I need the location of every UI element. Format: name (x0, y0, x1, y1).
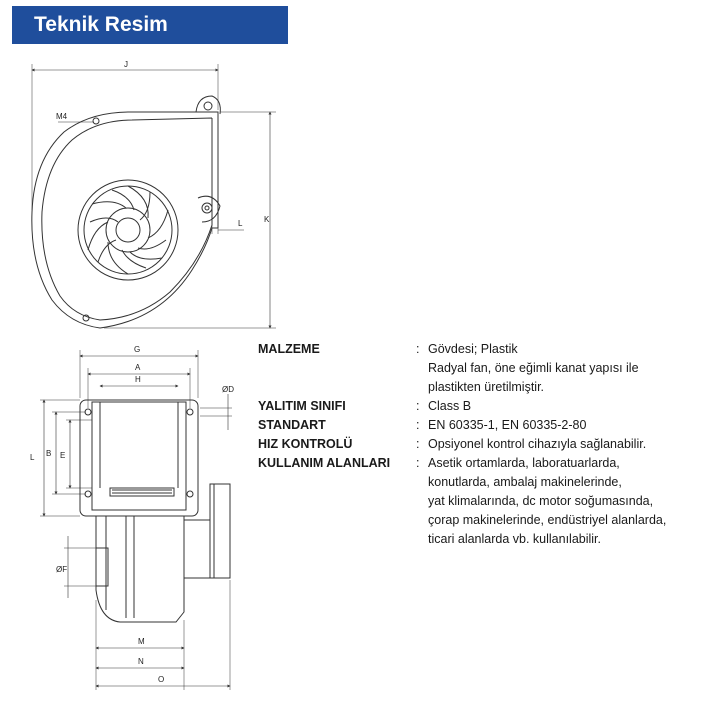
spec-value-line: EN 60335-1, EN 60335-2-80 (428, 418, 587, 432)
spec-label: MALZEME (258, 342, 320, 356)
spec-value-line: çorap makinelerinde, endüstriyel alanlar… (428, 513, 667, 527)
spec-row-usage-areas: KULLANIM ALANLARI : Asetik ortamlarda, l… (258, 454, 713, 549)
spec-row-material: MALZEME : Gövdesi; Plastik Radyal fan, ö… (258, 340, 713, 397)
dim-label-b: B (46, 449, 51, 458)
dim-label-o: O (158, 675, 164, 684)
dim-label-l-side: L (30, 453, 35, 462)
spec-row-insulation: YALITIM SINIFI : Class B (258, 397, 713, 416)
dim-label-a: A (135, 363, 141, 372)
spec-value-line: Opsiyonel kontrol cihazıyla sağlanabilir… (428, 437, 647, 451)
spec-value-line: Radyal fan, öne eğimli kanat yapısı ile (428, 361, 639, 375)
spec-row-standard: STANDART : EN 60335-1, EN 60335-2-80 (258, 416, 713, 435)
spec-value: EN 60335-1, EN 60335-2-80 (428, 416, 713, 435)
dim-label-e: E (60, 451, 65, 460)
spec-colon: : (416, 437, 420, 451)
dim-label-l-top: L (238, 219, 243, 228)
spec-value-line: yat klimalarında, dc motor soğumasında, (428, 494, 654, 508)
dim-label-k: K (264, 215, 270, 224)
dim-label-d: ØD (222, 385, 234, 394)
spec-colon: : (416, 342, 420, 356)
spec-value-line: plastikten üretilmiştir. (428, 380, 545, 394)
dim-label-n: N (138, 657, 144, 666)
spec-label: YALITIM SINIFI (258, 399, 346, 413)
side-view-drawing (40, 350, 232, 690)
dim-label-m: M (138, 637, 145, 646)
spec-value: Asetik ortamlarda, laboratuarlarda, konu… (428, 454, 713, 549)
spec-label: KULLANIM ALANLARI (258, 456, 391, 470)
spec-value-line: Asetik ortamlarda, laboratuarlarda, (428, 456, 620, 470)
spec-value: Opsiyonel kontrol cihazıyla sağlanabilir… (428, 435, 713, 454)
dim-label-j: J (124, 60, 128, 69)
spec-colon: : (416, 456, 420, 470)
spec-colon: : (416, 418, 420, 432)
dim-label-f: ØF (56, 565, 67, 574)
spec-row-speed-control: HIZ KONTROLÜ : Opsiyonel kontrol cihazıy… (258, 435, 713, 454)
spec-value-line: konutlarda, ambalaj makinelerinde, (428, 475, 622, 489)
spec-table: MALZEME : Gövdesi; Plastik Radyal fan, ö… (258, 340, 713, 549)
dim-label-g: G (134, 345, 140, 354)
dim-label-m4: M4 (56, 112, 68, 121)
section-title: Teknik Resim (12, 6, 288, 44)
spec-value: Gövdesi; Plastik Radyal fan, öne eğimli … (428, 340, 713, 397)
spec-value-line: ticari alanlarda vb. kullanılabilir. (428, 532, 602, 546)
top-view-drawing (31, 64, 276, 329)
spec-label: STANDART (258, 418, 326, 432)
dim-label-h: H (135, 375, 141, 384)
spec-value: Class B (428, 397, 713, 416)
spec-value-line: Class B (428, 399, 472, 413)
spec-value-line: Gövdesi; Plastik (428, 342, 518, 356)
spec-label: HIZ KONTROLÜ (258, 437, 353, 451)
spec-colon: : (416, 399, 420, 413)
